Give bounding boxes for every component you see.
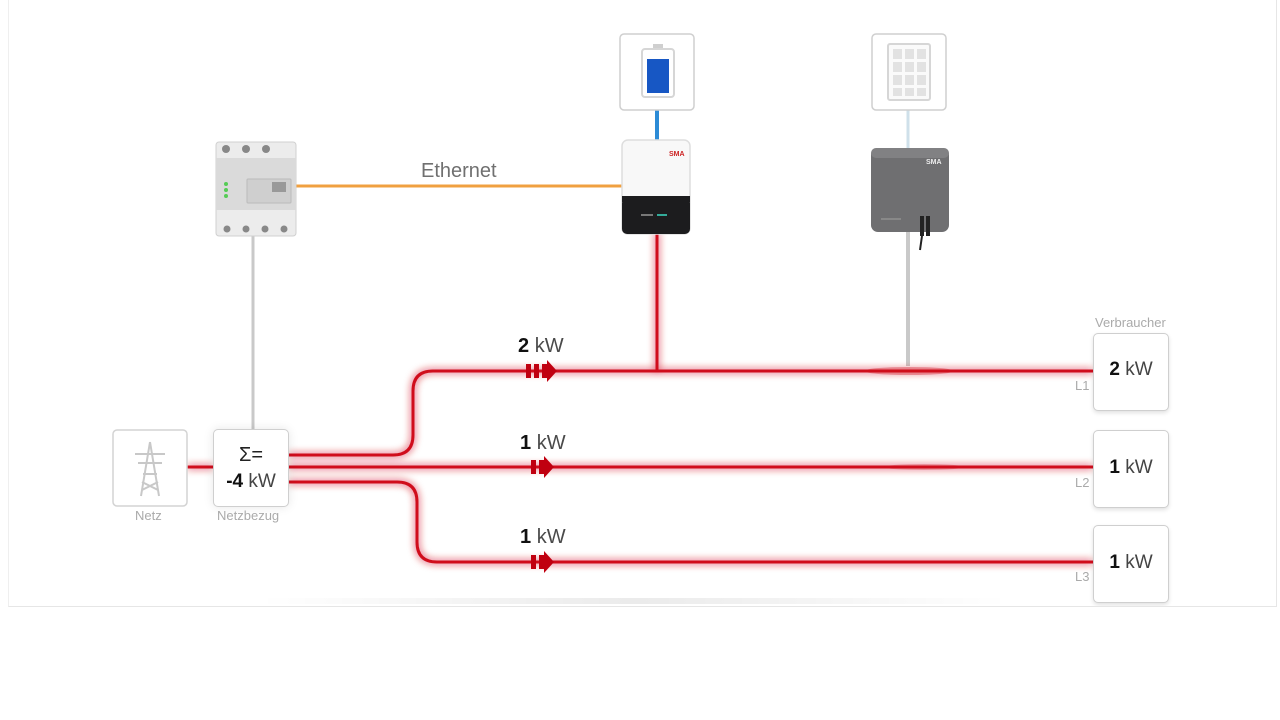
phase-label-l2: L2 <box>1075 475 1090 490</box>
load-value-l1: 2 kW <box>1094 359 1168 381</box>
glow-l2 <box>884 464 964 470</box>
flow-unit-l1: kW <box>534 335 564 357</box>
flow-value-l2: 1 <box>520 432 532 454</box>
svg-text:SMA: SMA <box>926 159 942 166</box>
flow-arrow-l3 <box>531 551 554 573</box>
meter-caption: Netzbezug <box>217 508 280 523</box>
ethernet-label: Ethernet <box>421 160 497 182</box>
meter-sigma: Σ= <box>238 444 264 466</box>
load-number-l2: 1 <box>1109 457 1120 478</box>
load-unit-l1: kW <box>1125 359 1153 380</box>
glow-l1 <box>864 367 954 375</box>
load-unit-l2: kW <box>1125 457 1153 478</box>
flow-value-l1: 2 <box>518 335 530 357</box>
flow-arrow-l2 <box>531 456 554 478</box>
load-box-l3[interactable]: 1 kW <box>1093 525 1169 603</box>
transmission-tower-icon <box>135 441 165 497</box>
load-number-l1: 2 <box>1109 359 1120 380</box>
flow-arrow-l1 <box>526 360 557 382</box>
load-box-l1[interactable]: 2 kW <box>1093 333 1169 411</box>
flow-unit-l3: kW <box>536 526 566 548</box>
diagram-canvas: SMA SMA <box>112 33 1093 604</box>
meter-box[interactable]: Σ= -4 kW <box>213 429 289 507</box>
flow-label-l1: 2 kW <box>518 335 564 358</box>
phase-l3-line <box>289 480 1093 564</box>
meter-value-number: -4 <box>226 471 244 492</box>
phase-label-l3: L3 <box>1075 569 1090 584</box>
grid-box[interactable] <box>112 429 188 507</box>
svg-text:SMA: SMA <box>669 151 685 158</box>
solar-panel-icon[interactable] <box>871 33 947 111</box>
stage-floor-shadow <box>259 598 1009 604</box>
flow-label-l3: 1 kW <box>520 526 566 549</box>
flow-label-l2: 1 kW <box>520 432 566 455</box>
flow-unit-l2: kW <box>536 432 566 454</box>
meter-value: -4 kW <box>214 471 288 493</box>
hybrid-inverter-icon[interactable]: SMA <box>621 139 691 235</box>
battery-icon[interactable] <box>619 33 695 111</box>
phase-l1-line <box>289 369 1093 457</box>
phase-label-l1: L1 <box>1075 378 1090 393</box>
flow-value-l3: 1 <box>520 526 532 548</box>
diagram-stage: SMA SMA <box>8 0 1277 607</box>
load-unit-l3: kW <box>1125 552 1153 573</box>
home-manager-icon[interactable] <box>215 141 297 237</box>
flow-arrows <box>526 360 557 573</box>
meter-value-unit: kW <box>248 471 276 492</box>
load-value-l3: 1 kW <box>1094 552 1168 574</box>
load-box-l2[interactable]: 1 kW <box>1093 430 1169 508</box>
inverter-icon[interactable]: SMA <box>871 148 949 251</box>
load-number-l3: 1 <box>1109 552 1120 573</box>
load-value-l2: 1 kW <box>1094 457 1168 479</box>
grid-caption: Netz <box>135 508 162 523</box>
consumer-title: Verbraucher <box>1095 315 1166 330</box>
